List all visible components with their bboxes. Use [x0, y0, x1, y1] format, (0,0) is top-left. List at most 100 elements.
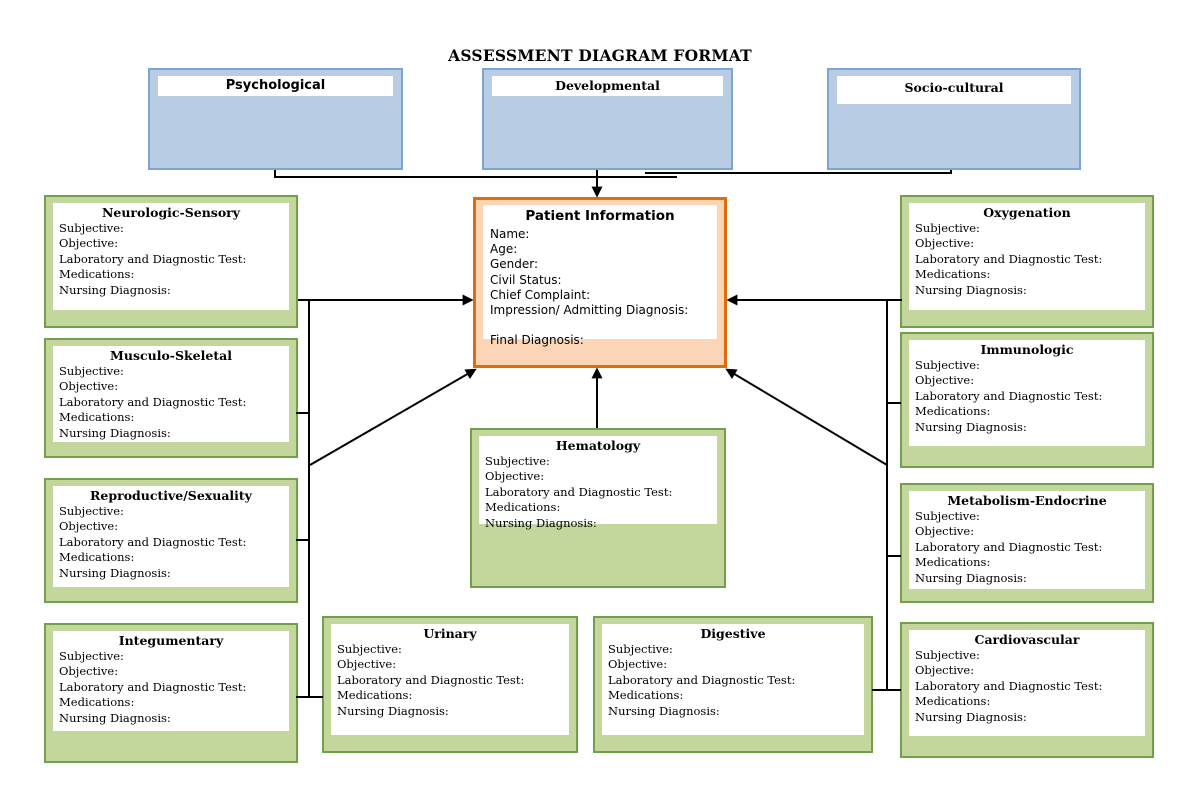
field-label: Medications:: [59, 267, 135, 282]
assessment-box-title: Immunologic: [980, 342, 1074, 357]
assessment-box-inner: Urinary Subjective:Objective:Laboratory …: [331, 624, 569, 735]
assessment-box-reproductive-sexuality: Reproductive/Sexuality Subjective:Object…: [44, 478, 298, 603]
assessment-box-title: Oxygenation: [983, 205, 1071, 220]
field-label: Subjective:: [915, 358, 980, 372]
field-label: Medications:: [59, 695, 135, 710]
field-label: Subjective:: [915, 509, 980, 523]
assessment-box-inner: Integumentary Subjective:Objective:Labor…: [53, 631, 289, 731]
assessment-fields: Subjective:Objective:Laboratory and Diag…: [59, 364, 283, 441]
assessment-box-title: Cardiovascular: [974, 632, 1080, 647]
field-label: Subjective:: [608, 642, 673, 656]
patient-info-inner: Patient Information Name:Age:Gender:Civi…: [483, 205, 717, 347]
field-label: Laboratory and Diagnostic Test:: [915, 539, 1103, 554]
field-label: Nursing Diagnosis:: [59, 710, 171, 725]
field-label: Nursing Diagnosis:: [485, 515, 597, 530]
field-label: Subjective:: [485, 454, 550, 468]
assessment-box-neurologic-sensory: Neurologic-Sensory Subjective:Objective:…: [44, 195, 298, 328]
field-label: Civil Status:: [490, 272, 562, 287]
assessment-box-title: Reproductive/Sexuality: [90, 488, 252, 503]
field-label: Subjective:: [59, 649, 124, 663]
assessment-box-title: Digestive: [700, 626, 766, 641]
field-label: Objective:: [915, 524, 975, 539]
field-label: Medications:: [59, 550, 135, 565]
field-label: Objective:: [59, 519, 119, 534]
field-label: Laboratory and Diagnostic Test:: [915, 388, 1103, 403]
assessment-box-title: Musculo-Skeletal: [110, 348, 232, 363]
patient-final-diagnosis-label: Final Diagnosis:: [490, 333, 584, 348]
assessment-box-title: Urinary: [423, 626, 477, 641]
field-label: Objective:: [59, 664, 119, 679]
assessment-box-inner: Reproductive/Sexuality Subjective:Object…: [53, 486, 289, 587]
field-label: Subjective:: [915, 221, 980, 235]
field-label: Nursing Diagnosis:: [915, 419, 1027, 434]
field-label: Medications:: [59, 410, 135, 425]
assessment-fields: Subjective:Objective:Laboratory and Diag…: [485, 454, 711, 531]
assessment-box-title: Neurologic-Sensory: [101, 205, 241, 220]
field-label: Medications:: [915, 555, 991, 570]
assessment-fields: Subjective:Objective:Laboratory and Diag…: [915, 509, 1139, 586]
assessment-fields: Subjective:Objective:Laboratory and Diag…: [59, 649, 283, 726]
field-label: Laboratory and Diagnostic Test:: [915, 678, 1103, 693]
assessment-box-inner: Digestive Subjective:Objective:Laborator…: [602, 624, 864, 735]
field-label: Laboratory and Diagnostic Test:: [59, 251, 247, 266]
category-box-psychological-label: Psychological: [158, 76, 393, 96]
category-box-developmental-label: Developmental: [492, 76, 723, 96]
field-label: Age:: [490, 242, 518, 257]
field-label: Subjective:: [337, 642, 402, 656]
assessment-fields: Subjective:Objective:Laboratory and Diag…: [608, 642, 858, 719]
field-label: Laboratory and Diagnostic Test:: [59, 679, 247, 694]
assessment-fields: Subjective:Objective:Laboratory and Diag…: [915, 358, 1139, 435]
assessment-box-inner: Cardiovascular Subjective:Objective:Labo…: [909, 630, 1145, 736]
assessment-box-integumentary: Integumentary Subjective:Objective:Labor…: [44, 623, 298, 763]
patient-info-box: Patient Information Name:Age:Gender:Civi…: [473, 197, 727, 368]
assessment-box-immunologic: Immunologic Subjective:Objective:Laborat…: [900, 332, 1154, 468]
patient-info-title: Patient Information: [525, 208, 675, 224]
assessment-box-inner: Oxygenation Subjective:Objective:Laborat…: [909, 203, 1145, 310]
diagram-title: ASSESSMENT DIAGRAM FORMAT: [448, 46, 752, 65]
field-label: Name:: [490, 227, 530, 241]
field-label: Subjective:: [59, 364, 124, 378]
field-label: Chief Complaint:: [490, 287, 591, 302]
assessment-box-inner: Immunologic Subjective:Objective:Laborat…: [909, 340, 1145, 446]
field-label: Laboratory and Diagnostic Test:: [915, 251, 1103, 266]
field-label: Laboratory and Diagnostic Test:: [59, 534, 247, 549]
field-label: Subjective:: [59, 504, 124, 518]
assessment-box-title: Metabolism-Endocrine: [947, 493, 1107, 508]
assessment-box-metabolism-endocrine: Metabolism-Endocrine Subjective:Objectiv…: [900, 483, 1154, 603]
assessment-fields: Subjective:Objective:Laboratory and Diag…: [337, 642, 563, 719]
field-label: Nursing Diagnosis:: [915, 282, 1027, 297]
field-label: Medications:: [915, 694, 991, 709]
field-label: Nursing Diagnosis:: [915, 709, 1027, 724]
field-label: Nursing Diagnosis:: [59, 425, 171, 440]
assessment-box-title: Hematology: [555, 438, 641, 453]
field-label: Laboratory and Diagnostic Test:: [485, 484, 673, 499]
field-label: Objective:: [59, 379, 119, 394]
category-box-socio-cultural: Socio-cultural: [827, 68, 1081, 170]
arrow-right-diagonal-to-patient: [725, 368, 888, 466]
field-label: Nursing Diagnosis:: [59, 282, 171, 297]
assessment-box-digestive: Digestive Subjective:Objective:Laborator…: [593, 616, 873, 753]
assessment-fields: Subjective:Objective:Laboratory and Diag…: [915, 648, 1139, 725]
field-label: Objective:: [59, 236, 119, 251]
assessment-box-oxygenation: Oxygenation Subjective:Objective:Laborat…: [900, 195, 1154, 328]
field-label: Objective:: [337, 657, 397, 672]
field-label: Medications:: [485, 500, 561, 515]
field-label: Nursing Diagnosis:: [915, 570, 1027, 585]
field-label: Nursing Diagnosis:: [59, 565, 171, 580]
assessment-box-inner: Neurologic-Sensory Subjective:Objective:…: [53, 203, 289, 310]
assessment-box-inner: Metabolism-Endocrine Subjective:Objectiv…: [909, 491, 1145, 589]
arrow-left-diagonal-to-patient: [309, 368, 477, 466]
assessment-fields: Subjective:Objective:Laboratory and Diag…: [915, 221, 1139, 298]
field-label: Objective:: [608, 657, 668, 672]
assessment-box-inner: Hematology Subjective:Objective:Laborato…: [479, 436, 717, 530]
field-label: Laboratory and Diagnostic Test:: [608, 672, 796, 687]
patient-info-fields: Name:Age:Gender:Civil Status:Chief Compl…: [490, 227, 710, 318]
category-box-psychological: Psychological: [148, 68, 403, 170]
field-label: Objective:: [915, 663, 975, 678]
field-label: Laboratory and Diagnostic Test:: [59, 394, 247, 409]
field-label: Impression/ Admitting Diagnosis:: [490, 303, 689, 318]
field-label: Medications:: [915, 267, 991, 282]
assessment-fields: Subjective:Objective:Laboratory and Diag…: [59, 221, 283, 298]
category-box-socio-cultural-label: Socio-cultural: [837, 76, 1071, 104]
